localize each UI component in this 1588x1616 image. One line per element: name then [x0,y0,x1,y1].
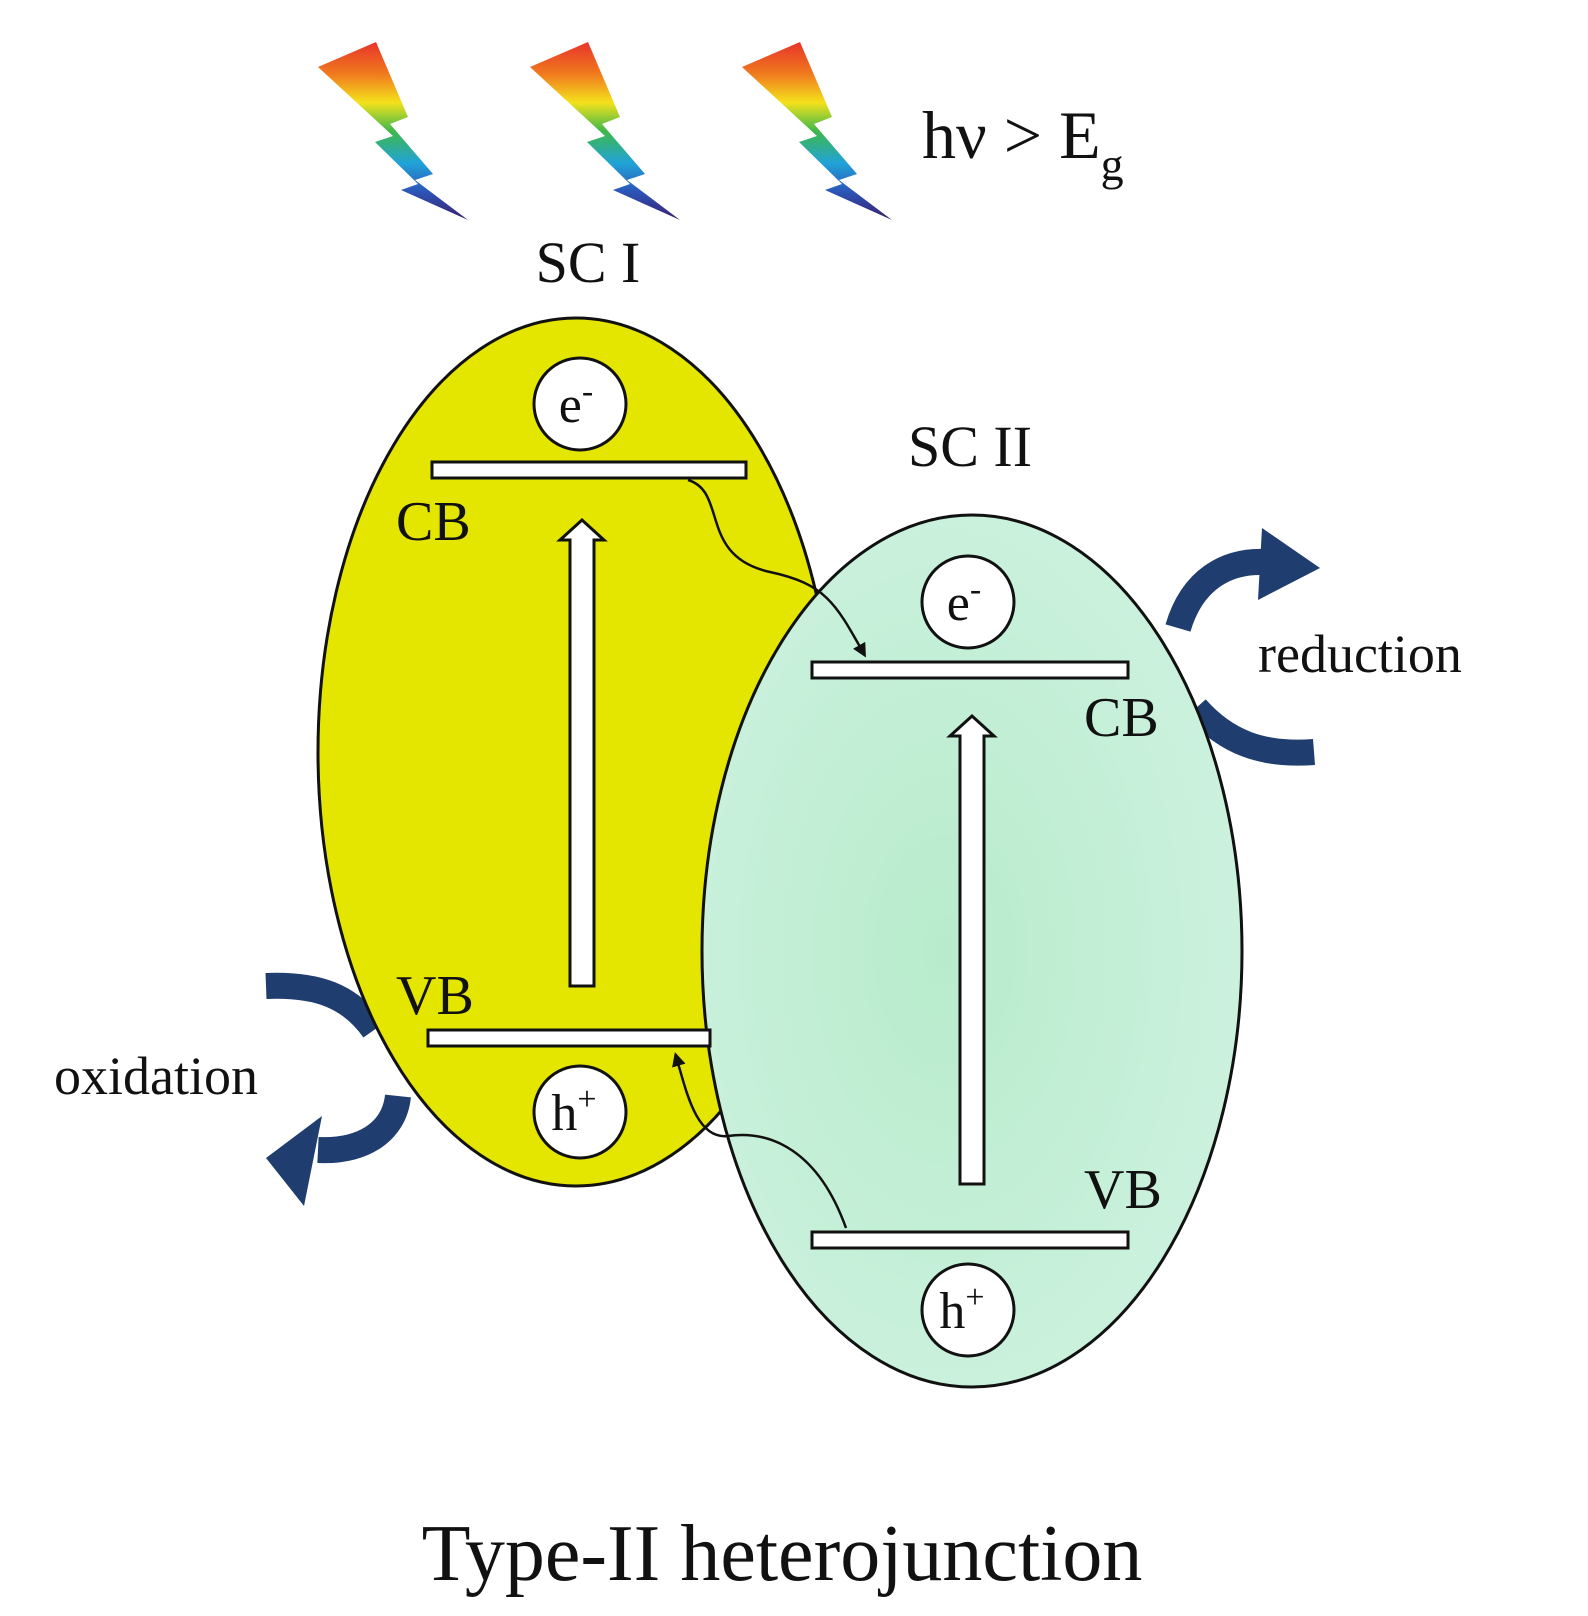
sc2-name-label: SC II [908,414,1032,479]
svg-text:h+: h+ [939,1279,984,1340]
sc2-cb-level [810,660,1130,680]
reduction-label: reduction [1258,624,1462,684]
svg-text:e-: e- [559,373,593,434]
sc1-cb-label: CB [396,491,471,553]
sc1-vb-level [426,1028,712,1048]
sc1-cb-level [430,460,748,480]
photon-energy-label: hν > Eg [922,97,1124,190]
sc1-vb-label: VB [396,965,474,1027]
svg-text:e-: e- [947,571,981,632]
svg-text:h+: h+ [551,1081,596,1142]
sc2-cb-label: CB [1084,687,1159,749]
lightning-bolt-icon [318,42,468,220]
reduction-arrow [1165,528,1320,766]
sc1-electron-badge: e- [532,356,628,452]
lightning-bolts [318,42,892,220]
sc2-excitation-arrow [946,713,998,1186]
photon-energy-subscript: g [1101,139,1124,190]
sc2-hole-badge: h+ [920,1262,1016,1358]
sc2-electron-badge: e- [920,554,1016,650]
sc1-name-label: SC I [536,230,641,295]
sc2-vb-level [810,1230,1130,1250]
sc2-vb-label: VB [1084,1159,1162,1221]
diagram-caption: Type-II heterojunction [422,1510,1143,1598]
oxidation-arrow [265,972,411,1206]
lightning-bolt-icon [530,42,680,220]
lightning-bolt-icon [742,42,892,220]
electron-transfer-arrow [687,478,866,658]
sc1-hole-badge: h+ [532,1064,628,1160]
oxidation-label: oxidation [54,1046,258,1106]
sc1-excitation-arrow [556,517,608,988]
hole-transfer-arrow [672,1052,848,1229]
